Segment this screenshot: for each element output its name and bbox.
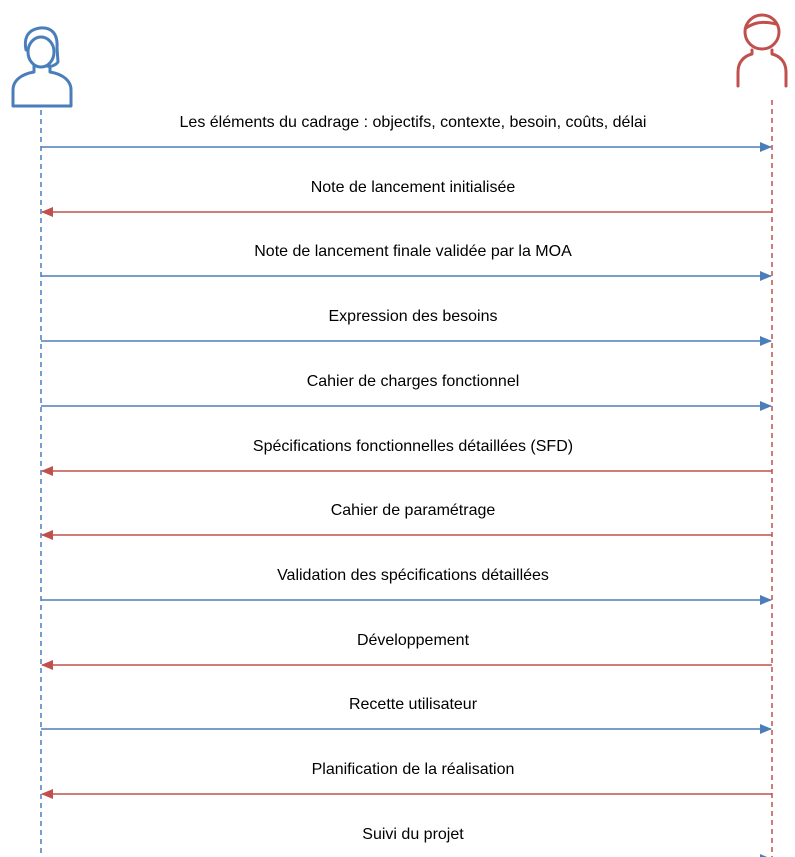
message-label: Expression des besoins — [329, 308, 498, 325]
message-label: Cahier de paramétrage — [331, 502, 496, 519]
message: Note de lancement initialisée — [41, 179, 772, 217]
message-label: Validation des spécifications détaillées — [277, 567, 549, 584]
message-label: Suivi du projet — [362, 826, 464, 843]
message-label: Spécifications fonctionnelles détaillées… — [253, 438, 573, 455]
message-label: Cahier de charges fonctionnel — [307, 373, 520, 390]
message: Cahier de charges fonctionnel — [41, 373, 772, 411]
male-user-icon — [736, 13, 788, 88]
message: Planification de la réalisation — [41, 761, 772, 799]
female-user-icon — [11, 26, 73, 108]
message: Suivi du projet — [362, 826, 772, 857]
message: Expression des besoins — [41, 308, 772, 346]
message-label: Développement — [357, 632, 470, 649]
message-label: Note de lancement finale validée par la … — [254, 243, 572, 260]
message: Recette utilisateur — [41, 696, 772, 734]
message: Spécifications fonctionnelles détaillées… — [41, 438, 772, 476]
message: Validation des spécifications détaillées — [41, 567, 772, 605]
message: Cahier de paramétrage — [41, 502, 772, 540]
message-label: Planification de la réalisation — [312, 761, 515, 778]
message-label: Les éléments du cadrage : objectifs, con… — [180, 114, 647, 131]
message-label: Recette utilisateur — [349, 696, 478, 713]
message-label: Note de lancement initialisée — [311, 179, 516, 196]
message: Note de lancement finale validée par la … — [41, 243, 772, 281]
message: Développement — [41, 632, 772, 670]
message: Les éléments du cadrage : objectifs, con… — [41, 114, 772, 152]
